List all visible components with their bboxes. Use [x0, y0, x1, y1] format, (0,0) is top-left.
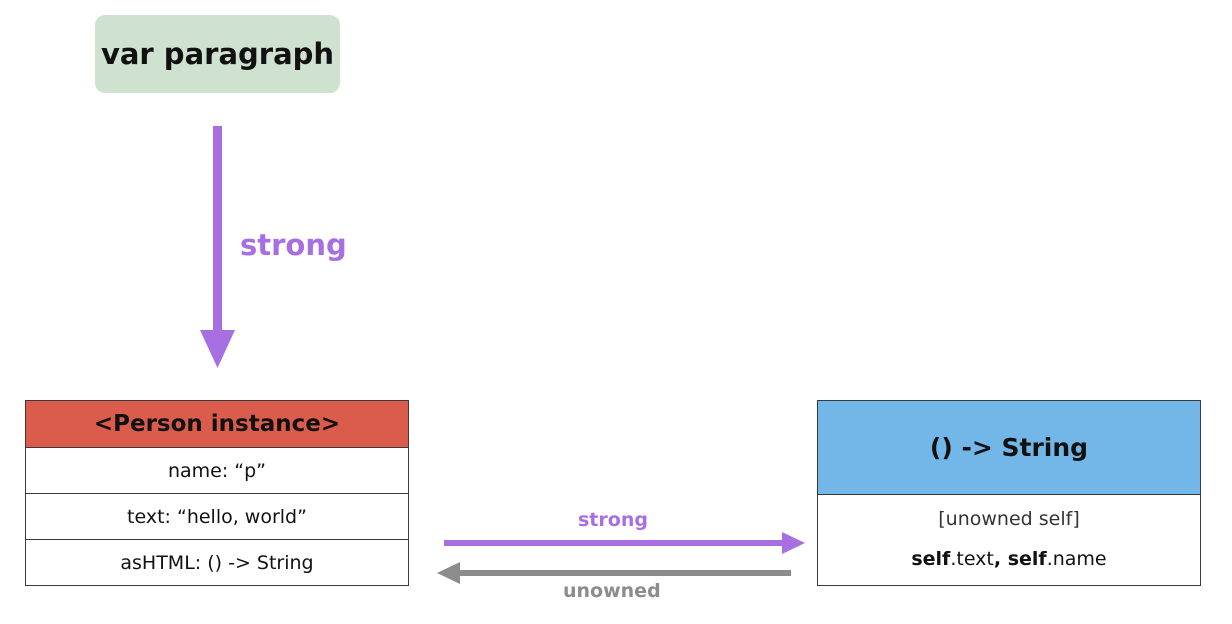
- closure-table: () -> String [unowned self] self.text, s…: [817, 400, 1201, 586]
- unowned-arrow-head: [437, 562, 460, 584]
- var-paragraph-label: var paragraph: [100, 37, 335, 71]
- self-text-property: .text: [950, 548, 994, 570]
- self-name-property: .name: [1046, 548, 1107, 570]
- strong-label-horizontal: strong: [578, 509, 648, 531]
- strong-arrow-vertical-head: [200, 330, 235, 368]
- strong-label-vertical: strong: [240, 228, 347, 262]
- closure-header: () -> String: [818, 401, 1200, 495]
- closure-capture-list: [unowned self]: [938, 508, 1080, 530]
- var-paragraph-box: var paragraph: [95, 15, 340, 93]
- person-row-ashtml: asHTML: () -> String: [120, 551, 314, 574]
- expression-separator: ,: [993, 548, 1008, 570]
- unowned-label: unowned: [563, 580, 661, 602]
- person-row-name: name: “p”: [26, 448, 408, 494]
- unowned-arrow-shaft: [458, 570, 791, 576]
- closure-body: [unowned self] self.text, self.name: [818, 495, 1200, 585]
- person-instance-header: <Person instance>: [26, 401, 408, 448]
- person-instance-table: <Person instance> name: “p” text: “hello…: [25, 400, 409, 586]
- person-row-text: text: “hello, world”: [26, 494, 408, 540]
- strong-arrow-horizontal-head: [782, 532, 805, 554]
- self-keyword-1: self: [911, 548, 951, 570]
- self-keyword-2: self: [1007, 548, 1047, 570]
- closure-expression: self.text, self.name: [911, 548, 1106, 570]
- strong-arrow-horizontal-shaft: [444, 540, 784, 546]
- strong-arrow-vertical-shaft: [213, 126, 222, 334]
